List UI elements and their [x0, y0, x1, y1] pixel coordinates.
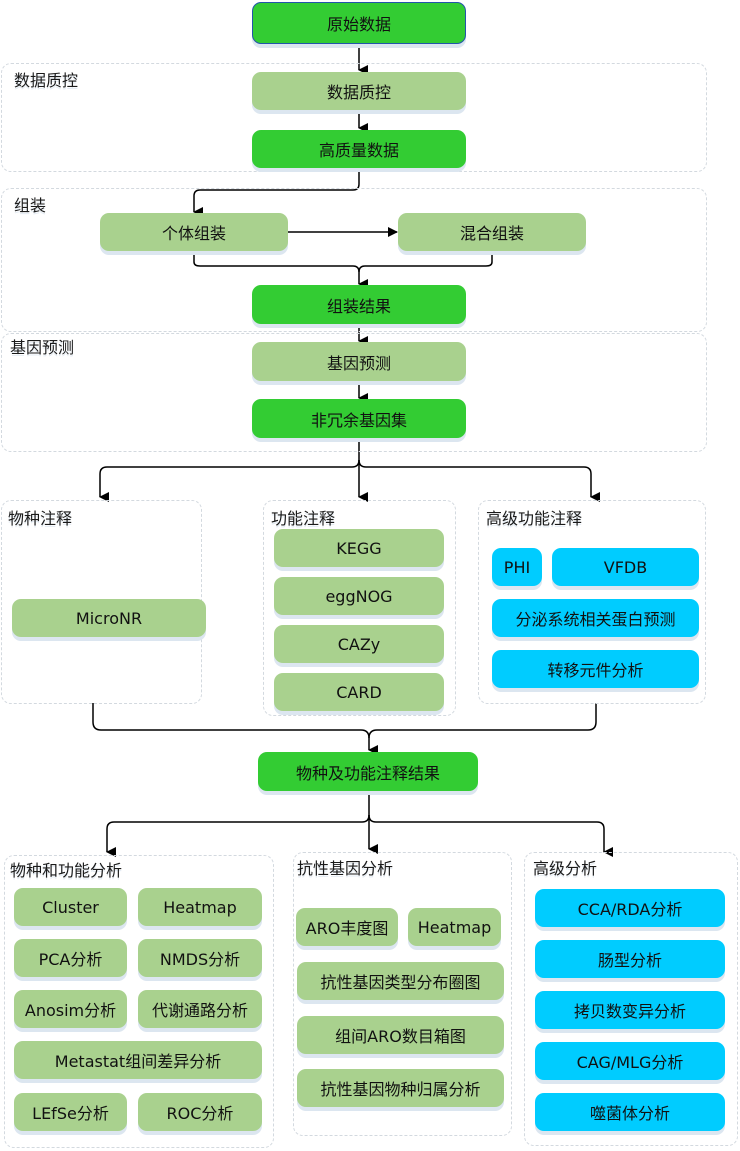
species-annotation-group-label: 物种注释	[8, 509, 73, 528]
advanced-annotation-group-label: 高级功能注释	[486, 509, 583, 528]
heatmap-node[interactable]: Heatmap	[138, 888, 262, 926]
arrow-to-advanced-analysis	[368, 814, 613, 857]
mixed-assembly-node[interactable]: 混合组装	[398, 213, 586, 251]
resistance-heatmap-node[interactable]: Heatmap	[408, 908, 501, 946]
vfdb-node[interactable]: VFDB	[552, 548, 699, 586]
gene-prediction-node[interactable]: 基因预测	[252, 342, 466, 381]
assembly-group	[1, 188, 707, 332]
raw-data-node[interactable]: 原始数据	[252, 2, 466, 44]
cluster-node[interactable]: Cluster	[14, 888, 127, 926]
function-annotation-group-label: 功能注释	[271, 509, 336, 528]
anosim-node[interactable]: Anosim分析	[14, 990, 127, 1028]
phage-node[interactable]: 噬菌体分析	[535, 1093, 725, 1131]
nmds-node[interactable]: NMDS分析	[138, 939, 262, 977]
gene-prediction-group-label: 基因预测	[10, 338, 75, 357]
cazy-node[interactable]: CAZy	[274, 625, 444, 663]
pca-node[interactable]: PCA分析	[14, 939, 127, 977]
phi-node[interactable]: PHI	[492, 548, 542, 586]
aro-boxplot-node[interactable]: 组间ARO数目箱图	[297, 1016, 504, 1054]
individual-assembly-node[interactable]: 个体组装	[100, 213, 288, 251]
secretion-protein-node[interactable]: 分泌系统相关蛋白预测	[492, 599, 699, 637]
assembly-group-label: 组装	[14, 196, 47, 215]
kegg-node[interactable]: KEGG	[274, 529, 444, 567]
cag-mlg-node[interactable]: CAG/MLG分析	[535, 1042, 725, 1080]
arrow-mixed-merge	[358, 252, 493, 273]
eggnog-node[interactable]: eggNOG	[274, 577, 444, 615]
lefse-node[interactable]: LEfSe分析	[14, 1093, 127, 1131]
advanced-analysis-group	[524, 852, 738, 1146]
qc-group	[1, 63, 707, 172]
metabolic-pathway-node[interactable]: 代谢通路分析	[138, 990, 262, 1028]
transposable-element-node[interactable]: 转移元件分析	[492, 650, 699, 688]
assembly-result-node[interactable]: 组装结果	[252, 285, 466, 324]
arrow-to-species-function-analysis	[106, 790, 370, 857]
species-function-analysis-group	[4, 855, 274, 1148]
arrow-species-merge	[92, 703, 378, 755]
qc-node[interactable]: 数据质控	[252, 72, 466, 110]
species-function-analysis-group-label: 物种和功能分析	[10, 861, 123, 880]
resistance-species-attribution-node[interactable]: 抗性基因物种归属分析	[297, 1069, 504, 1107]
resistance-analysis-group	[293, 852, 512, 1136]
advanced-annotation-group	[478, 500, 706, 704]
arrow-to-advanced-annotation	[358, 459, 600, 502]
metastat-node[interactable]: Metastat组间差异分析	[14, 1041, 262, 1079]
advanced-analysis-group-label: 高级分析	[533, 859, 598, 878]
resistance-analysis-group-label: 抗性基因分析	[297, 859, 394, 878]
arrow-advanced-merge	[368, 703, 597, 739]
copy-number-variation-node[interactable]: 拷贝数变异分析	[535, 991, 725, 1029]
nonredundant-gene-set-node[interactable]: 非冗余基因集	[252, 399, 466, 438]
aro-abundance-node[interactable]: ARO丰度图	[296, 908, 398, 946]
cca-rda-node[interactable]: CCA/RDA分析	[535, 889, 725, 927]
micronr-node[interactable]: MicroNR	[12, 599, 206, 637]
qc-group-label: 数据质控	[14, 71, 79, 90]
arrow-hq-to-individual	[193, 169, 360, 217]
roc-node[interactable]: ROC分析	[138, 1093, 262, 1131]
function-annotation-group	[263, 500, 456, 716]
card-node[interactable]: CARD	[274, 673, 444, 711]
resistance-type-circos-node[interactable]: 抗性基因类型分布圈图	[297, 962, 504, 1000]
gene-prediction-group	[1, 333, 707, 452]
annotation-result-node[interactable]: 物种及功能注释结果	[258, 752, 478, 791]
enterotype-node[interactable]: 肠型分析	[535, 940, 725, 978]
high-quality-data-node[interactable]: 高质量数据	[252, 130, 466, 168]
